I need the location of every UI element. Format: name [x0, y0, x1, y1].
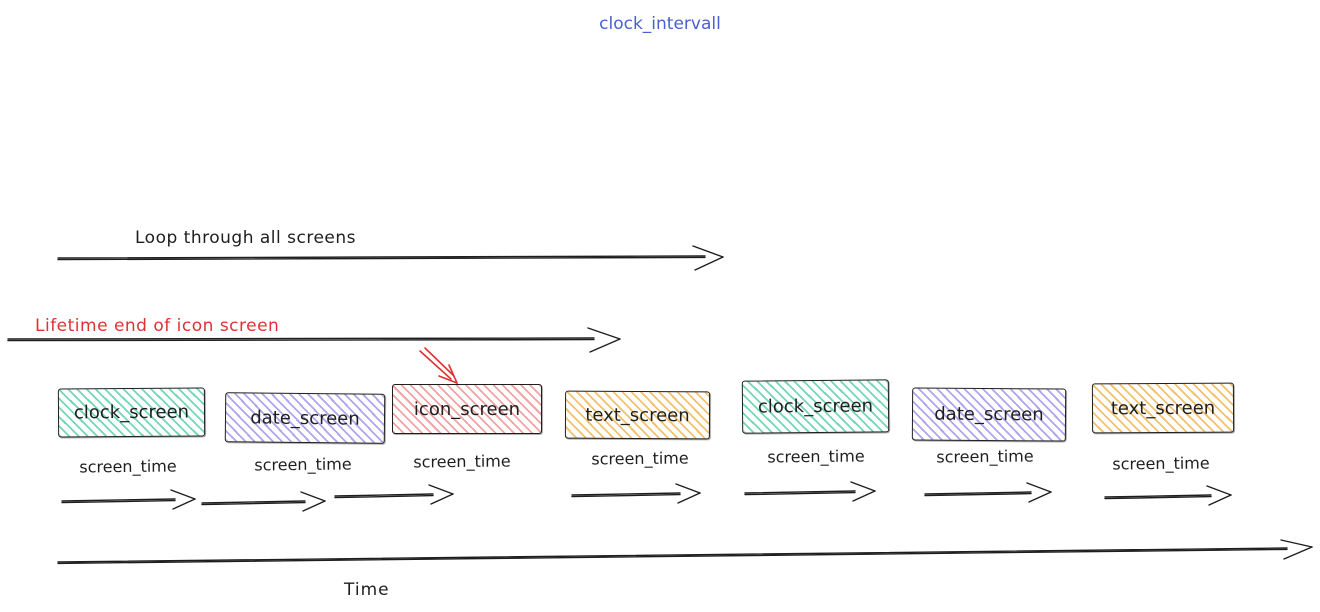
screen-time-label: screen_time [591, 448, 689, 469]
icon-screen-pointer-arrow [419, 347, 458, 384]
screen-box-label: icon_screen [413, 398, 521, 420]
screen-time-arrow [571, 483, 701, 504]
screen-time-arrow [61, 489, 196, 510]
screen-time-label: screen_time [254, 454, 352, 475]
screen-time-arrow [924, 482, 1052, 503]
screen-time-label: screen_time [79, 456, 177, 477]
loop-arrow-label: Loop through all screens [135, 228, 357, 248]
screen-box-date-1: date_screen [224, 392, 386, 444]
lifetime-arrow-label: Lifetime end of icon screen [35, 316, 280, 336]
screen-box-label: text_screen [585, 404, 690, 426]
diagram-title: clock_intervall [599, 14, 721, 34]
screen-box-icon: icon_screen [392, 384, 542, 434]
screen-time-arrow [201, 491, 326, 512]
screen-box-date-2: date_screen [911, 387, 1067, 442]
screen-time-arrow [1104, 485, 1232, 506]
screen-time-label: screen_time [767, 446, 865, 467]
screen-time-arrow [334, 484, 454, 505]
loop-arrow [57, 245, 724, 271]
screen-time-arrow [744, 481, 876, 502]
screen-box-label: date_screen [934, 403, 1044, 426]
screen-box-text-1: text_screen [564, 390, 711, 440]
time-axis-label: Time [344, 580, 390, 600]
screen-time-label: screen_time [413, 451, 511, 472]
screen-box-label: clock_screen [73, 401, 190, 424]
time-axis-arrow [57, 539, 1313, 565]
screen-box-label: text_screen [1110, 397, 1216, 419]
screen-box-label: clock_screen [757, 395, 874, 418]
lifetime-arrow [7, 327, 621, 353]
screen-time-label: screen_time [936, 446, 1034, 467]
screen-box-clock-2: clock_screen [741, 379, 890, 434]
screen-box-text-2: text_screen [1091, 382, 1235, 434]
screen-time-label: screen_time [1112, 453, 1210, 474]
screen-box-label: date_screen [250, 406, 360, 430]
screen-box-clock-1: clock_screen [57, 387, 206, 438]
